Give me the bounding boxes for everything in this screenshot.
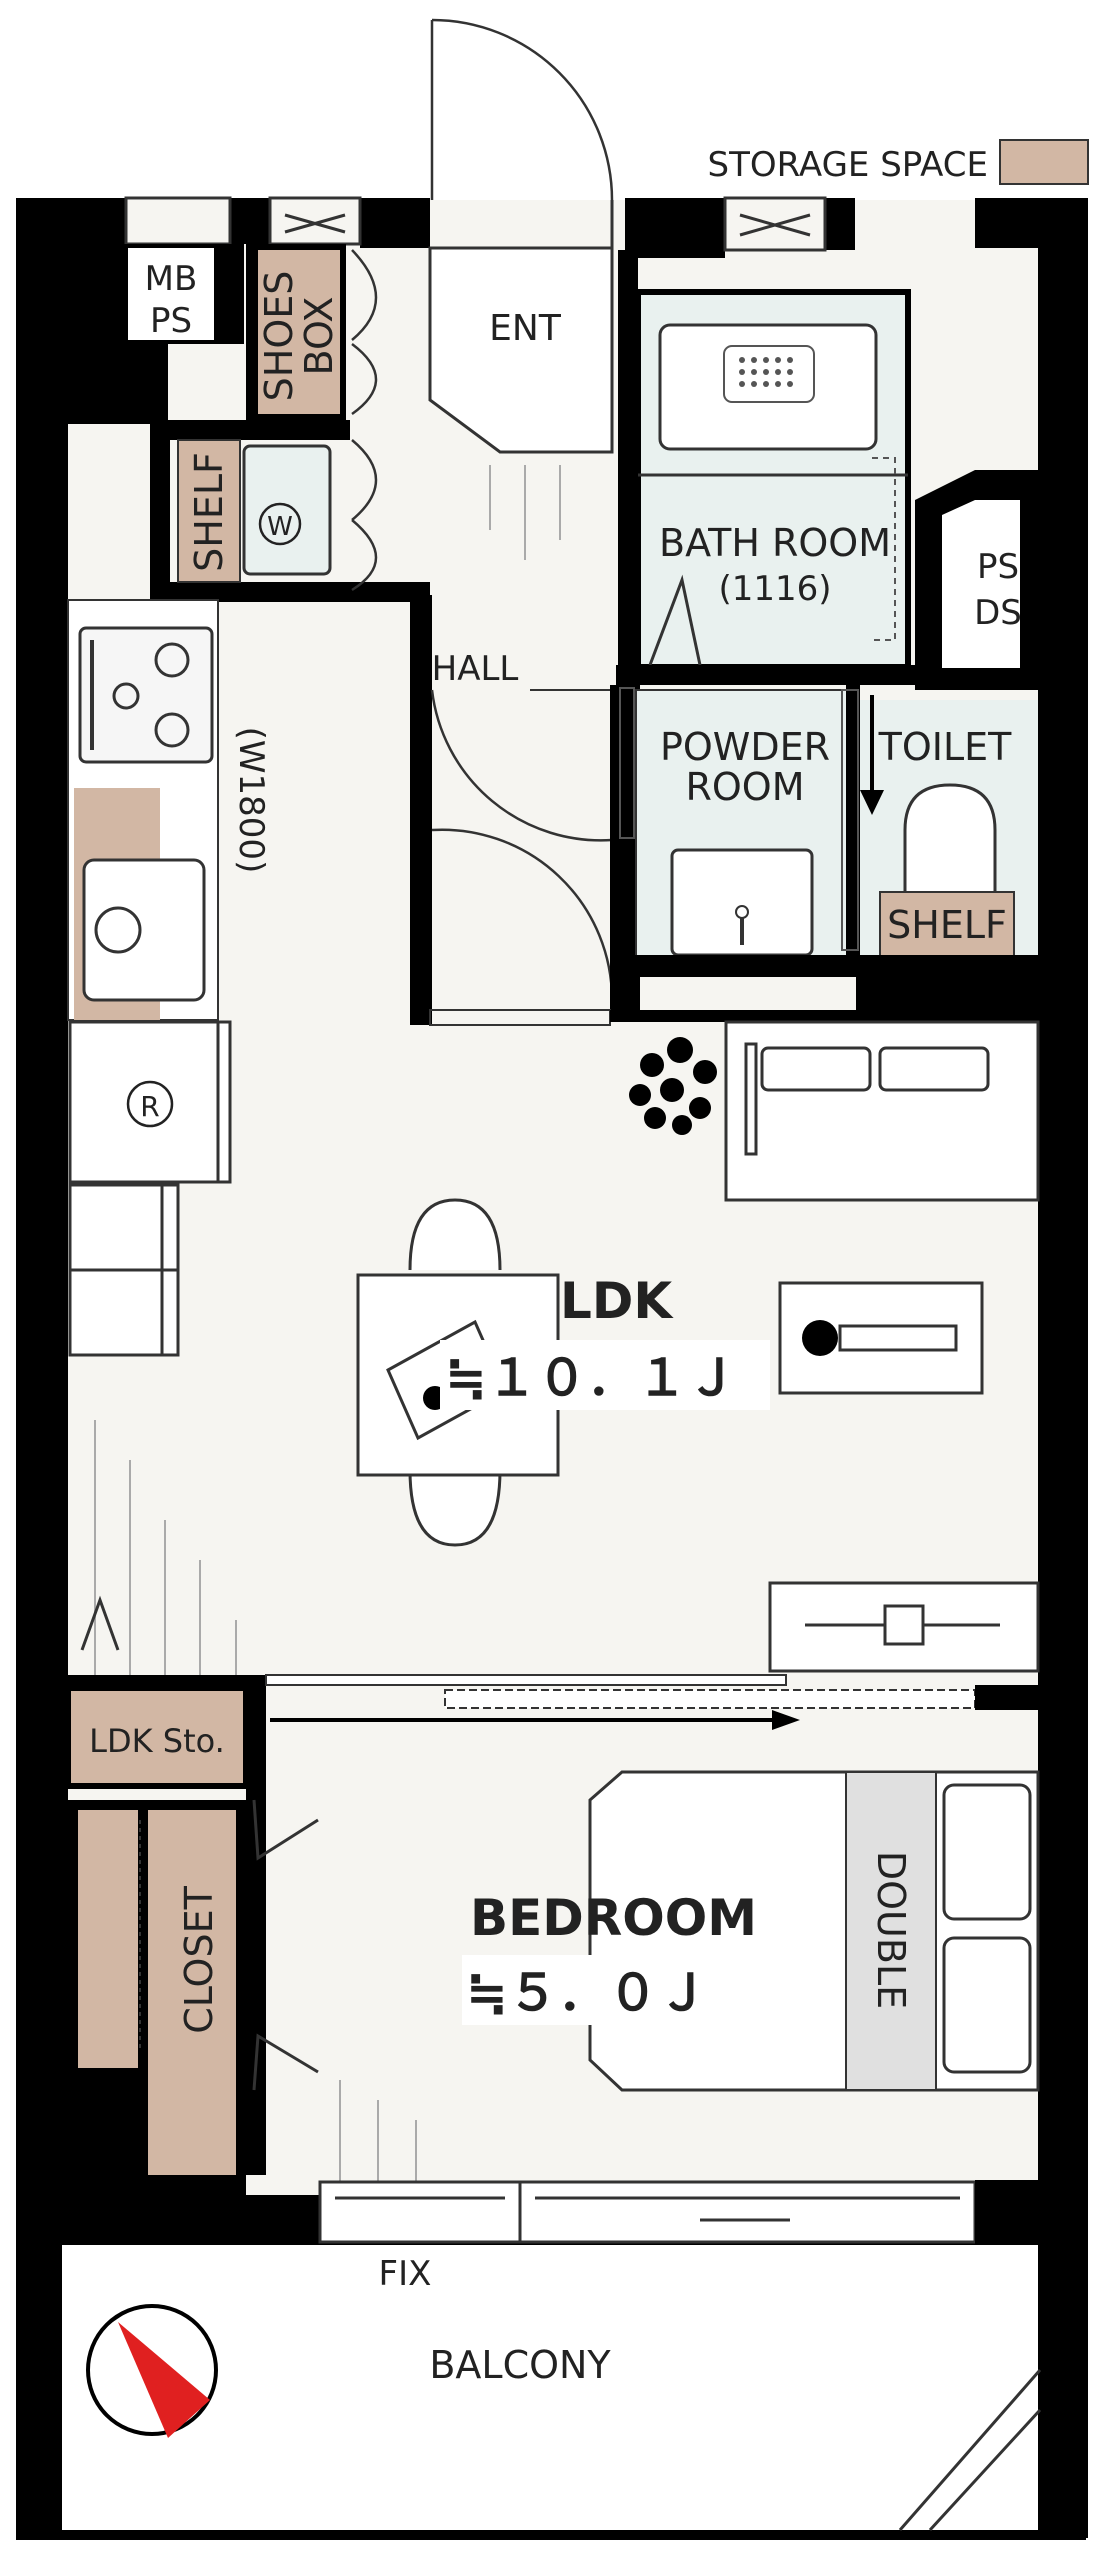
- shelf-label: SHELF: [187, 452, 231, 572]
- room-label: ROOM: [685, 765, 804, 809]
- hall: HALL: [430, 649, 620, 1001]
- balcony-label: BALCONY: [429, 2343, 611, 2387]
- toilet-label: TOILET: [878, 725, 1013, 769]
- washer: [242, 444, 332, 576]
- tv-board: [778, 1281, 984, 1395]
- balcony: FIX BALCONY: [379, 2254, 1042, 2532]
- toilet-shelf-label: SHELF: [887, 903, 1007, 947]
- ds-label: DS: [974, 593, 1022, 633]
- toilet-bowl: [903, 783, 997, 902]
- shelf-washer: SHELF W: [177, 439, 332, 583]
- bedroom-hatch: [339, 2080, 417, 2185]
- ps-ds: PS DS: [915, 470, 1040, 690]
- toilet-room: TOILET SHELF: [856, 695, 1040, 1015]
- ldk-area: ≒１０．１Ｊ: [445, 1349, 737, 1407]
- legend-label: STORAGE SPACE: [708, 145, 988, 185]
- mb-label: MB: [145, 259, 198, 299]
- kitchen: (W1800): [67, 599, 271, 1021]
- bedroom-label-group: BEDROOM ≒５．０Ｊ: [462, 1889, 757, 2025]
- balcony-wall: [975, 2180, 1040, 2245]
- ldk-label: LDK: [560, 1272, 674, 1330]
- floor-hatch: [94, 1420, 237, 1680]
- washer-circle: [258, 502, 302, 546]
- fridge: R: [68, 1020, 232, 1184]
- balcony-window: [318, 2180, 977, 2244]
- kitchen-sink: [82, 858, 206, 1002]
- sofa: [724, 1020, 1040, 1202]
- kitchen-width-label: (W1800): [231, 727, 271, 874]
- bath-size-label: (1116): [718, 569, 831, 609]
- hall-label: HALL: [432, 649, 519, 689]
- legend-swatch: [999, 139, 1089, 185]
- shoes-label: SHOES: [257, 271, 301, 402]
- shoes-box: SHOES BOX: [246, 244, 346, 420]
- ldk-label-group: LDK ≒１０．１Ｊ: [440, 1272, 770, 1410]
- plant-icon: [629, 1037, 717, 1135]
- ps-label: PS: [150, 301, 192, 341]
- bath-label: BATH ROOM: [659, 521, 891, 565]
- fix-label: FIX: [379, 2254, 432, 2294]
- bedroom-label: BEDROOM: [470, 1889, 757, 1947]
- stove: [78, 626, 214, 764]
- ldk-top-wall: [610, 1010, 1040, 1022]
- bath-door: [648, 574, 702, 666]
- ldk-storage-label: LDK Sto.: [89, 1722, 225, 1760]
- bedroom-area: ≒５．０Ｊ: [466, 1964, 708, 2022]
- powder-room: POWDER ROOM: [610, 685, 860, 1015]
- ldk-storage: LDK Sto.: [65, 1595, 249, 1789]
- toilet-shelf: [879, 891, 1015, 957]
- legend: STORAGE SPACE: [708, 139, 1089, 185]
- balcony-floor: [62, 2245, 1042, 2535]
- ps-label-2: PS: [977, 547, 1019, 587]
- washer-symbol: W: [267, 512, 293, 542]
- sliding-door: [246, 1674, 1040, 2175]
- closet: CLOSET: [68, 1799, 319, 2195]
- box-label: BOX: [297, 297, 341, 376]
- ent-area: ENT: [428, 246, 614, 560]
- side-cabinet: [68, 1183, 180, 1357]
- fridge-symbol: R: [140, 1090, 159, 1123]
- powder-label: POWDER: [660, 725, 830, 769]
- lower-cabinet: [768, 1581, 1040, 1673]
- bed-label: DOUBLE: [869, 1851, 913, 2009]
- compass-icon: [86, 2304, 218, 2438]
- bath-room: BATH ROOM (1116): [616, 250, 916, 695]
- bath-drain: [723, 345, 815, 403]
- ent-label: ENT: [489, 308, 562, 349]
- mb-ps: MB PS: [68, 244, 244, 344]
- closet-label: CLOSET: [177, 1885, 221, 2033]
